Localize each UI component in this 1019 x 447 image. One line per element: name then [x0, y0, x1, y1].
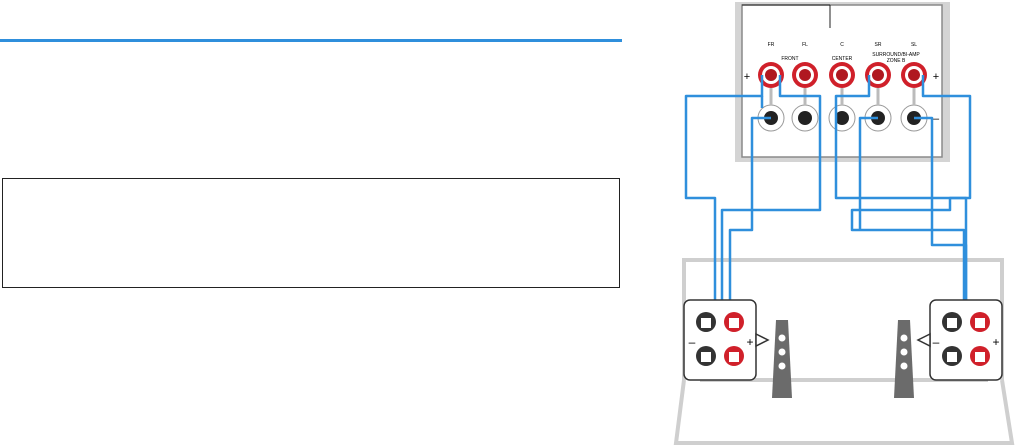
receiver-terminals-plus [758, 62, 927, 88]
left-speaker-terminal-red-bottom [724, 346, 744, 366]
right-tower-speaker-icon [894, 320, 914, 398]
group-label-zone: ZONE B [887, 58, 906, 64]
terminal-fl-minus [791, 104, 819, 132]
panel-minus-right: – [933, 113, 940, 125]
terminal-fl-plus [792, 62, 818, 88]
right-box-plus: + [992, 335, 999, 349]
panel-plus-right: + [933, 71, 939, 83]
right-speaker-terminal-black-bottom [942, 346, 962, 366]
right-speaker-terminal-red-top [970, 312, 990, 332]
terminal-fr-plus [758, 62, 784, 88]
terminal-sr-plus [865, 62, 891, 88]
right-box-minus: – [933, 335, 940, 349]
left-box-plus: + [746, 335, 753, 349]
left-speaker-terminal-black-bottom [696, 346, 716, 366]
group-label-surround: SURROUND/BI-AMP [872, 52, 920, 58]
right-speaker-terminal-black-top [942, 312, 962, 332]
terminal-c-minus [828, 104, 856, 132]
group-label-front: FRONT [781, 56, 798, 62]
channel-label-fr: FR [768, 42, 775, 48]
channel-label-sr: SR [875, 42, 882, 48]
section-divider-rule [0, 39, 622, 42]
left-speaker-terminal-black-top [696, 312, 716, 332]
terminal-sl-plus [901, 62, 927, 88]
group-label-center: CENTER [832, 56, 853, 62]
right-speaker-terminal-box: – + [916, 299, 1003, 381]
bi-amp-connection-diagram: FR FL C SR SL FRONT CENTER SURROUND/BI-A… [673, 2, 1015, 445]
left-speaker-terminal-box: – + [683, 299, 770, 381]
note-box [2, 178, 620, 288]
terminal-c-plus [829, 62, 855, 88]
cable-sr-minus [858, 116, 878, 230]
panel-plus-left: + [744, 71, 750, 83]
cable-fl-plus [720, 75, 822, 320]
left-speaker-terminal-red-top [724, 312, 744, 332]
cable-sl-plus [850, 75, 972, 318]
right-speaker-terminal-red-bottom [970, 346, 990, 366]
left-box-minus: – [689, 335, 696, 349]
panel-labels: FR FL C SR SL FRONT CENTER SURROUND/BI-A… [744, 42, 940, 125]
channel-label-fl: FL [802, 42, 808, 48]
channel-label-sl: SL [911, 42, 917, 48]
channel-label-c: C [840, 42, 844, 48]
left-tower-speaker-icon [772, 320, 792, 398]
cable-sr-plus [834, 75, 968, 320]
